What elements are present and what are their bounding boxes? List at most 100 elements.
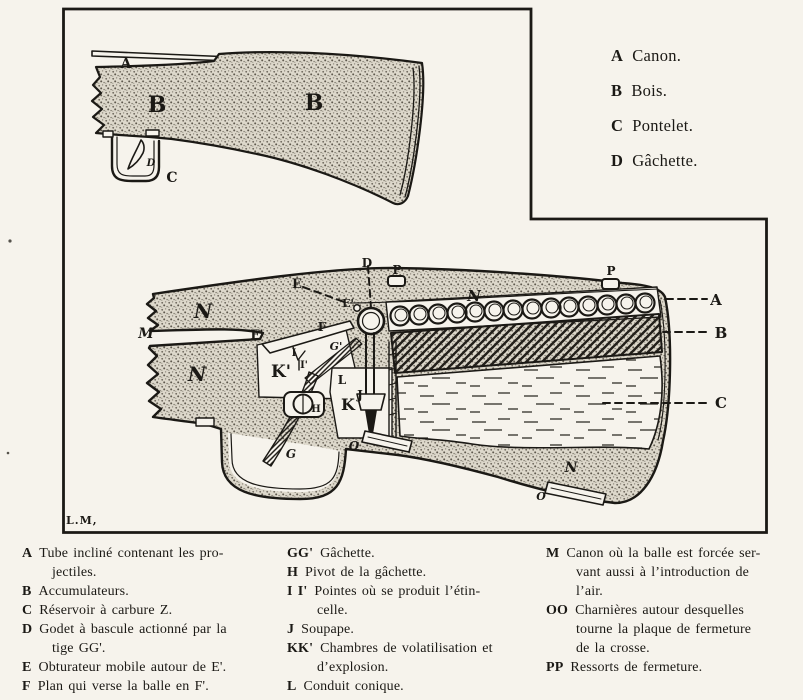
legend-key: M <box>546 546 560 561</box>
legend-text: Gâchette. <box>320 546 375 561</box>
legend-key: D <box>22 622 33 637</box>
legend-text: Bois. <box>631 81 668 100</box>
legend-item: D Gâchette. <box>611 151 791 171</box>
label-A-barrel: A <box>120 56 133 72</box>
label-a-leader: A <box>709 291 722 309</box>
label-h: H <box>311 404 320 415</box>
label-l: L <box>338 373 347 387</box>
legend-text: Tube incliné contenant les pro- <box>39 546 224 561</box>
figure-mechanism-section: M N N N N E E' D P P F F' I I' G' K' L K… <box>66 256 727 527</box>
figure-crosse-exterior: A B B C D <box>90 50 425 206</box>
legend-text: Canon où la balle est forcée ser- <box>566 546 761 561</box>
feed-plane <box>261 320 355 354</box>
label-n-lower: N <box>187 362 207 386</box>
guard-inner-line <box>230 433 340 490</box>
legend-item: B Bois. <box>611 81 791 101</box>
casing-inner-lines <box>349 288 666 441</box>
stock-outline <box>90 51 425 206</box>
legend-text: celle. <box>317 603 348 618</box>
legend-item: D Godet à bascule actionné par la tige GG… <box>22 620 286 658</box>
air-conduit <box>388 341 397 439</box>
trigger-pivot <box>283 391 325 418</box>
spark-points <box>292 346 306 371</box>
label-D-gachette: D <box>146 158 156 169</box>
legend-key: C <box>22 603 33 618</box>
label-f: F <box>318 320 327 334</box>
label-o-left: O <box>349 439 360 453</box>
legend-text: Pointes où se produit l’étin- <box>314 584 481 599</box>
legend-column-3: M Canon où la balle est forcée ser- vant … <box>546 544 800 677</box>
legend-text: d’explosion. <box>317 660 389 675</box>
label-f-prime: F' <box>250 328 263 343</box>
label-g-prime: G' <box>330 340 343 353</box>
label-k: K <box>341 395 356 414</box>
legend-text: Plan qui verse la balle en F'. <box>37 679 209 694</box>
legend-text: l’air. <box>576 584 603 599</box>
guard-interior <box>228 433 341 492</box>
print-speck <box>6 239 12 455</box>
label-c-leader: C <box>715 394 727 412</box>
legend-text: Obturateur mobile autour de E'. <box>38 660 227 675</box>
legend-text: Soupape. <box>301 622 355 637</box>
label-o-right: O <box>536 490 546 503</box>
legend-key: J <box>287 622 295 637</box>
butt-plate-lines <box>399 65 421 198</box>
label-m: M <box>137 326 154 342</box>
label-n-top: N <box>466 287 482 305</box>
projectile-balls <box>389 292 656 327</box>
legend-item: A Tube incliné contenant les pro- jectile… <box>22 544 286 582</box>
legend-key: B <box>611 81 623 100</box>
engraver-signature: L.M, <box>66 514 98 527</box>
legend-item: KK' Chambres de volatilisation et d’explo… <box>287 639 545 677</box>
leader-lines <box>302 265 712 404</box>
legend-key: I I' <box>287 584 308 599</box>
trigger-exterior <box>127 139 145 170</box>
legend-key: GG' <box>287 546 314 561</box>
legend-item: M Canon où la balle est forcée ser- vant … <box>546 544 800 601</box>
label-b-leader: B <box>715 324 728 342</box>
legend-key: D <box>611 151 624 170</box>
label-d: D <box>362 256 372 270</box>
legend-text: Ressorts de fermeture. <box>570 660 703 675</box>
legend-key: C <box>611 116 624 135</box>
legend-item: PP Ressorts de fermeture. <box>546 658 800 677</box>
section-labels: M N N N N E E' D P P F F' I I' G' K' L K… <box>137 256 727 503</box>
legend-text: Gâchette. <box>632 151 698 170</box>
accumulator-band <box>390 313 663 374</box>
label-i: I <box>292 348 297 359</box>
legend-key: L <box>287 679 297 694</box>
legend-key: H <box>287 565 299 580</box>
legend-item: L Conduit conique. <box>287 677 545 696</box>
legend-key: PP <box>546 660 564 675</box>
legend-text: Chambres de volatilisation et <box>320 641 493 656</box>
legend-item: E Obturateur mobile autour de E'. <box>22 658 286 677</box>
legend-text: jectiles. <box>52 565 97 580</box>
label-e-prime: E' <box>342 297 354 310</box>
barrel-lines <box>91 50 233 62</box>
legend-text: Conduit conique. <box>303 679 404 694</box>
legend-item: I I' Pointes où se produit l’étin- celle. <box>287 582 545 620</box>
label-p-left: P <box>392 263 401 277</box>
label-g: G <box>286 447 296 461</box>
legend-text: Accumulateurs. <box>38 584 129 599</box>
legend-text: vant aussi à l’introduction de <box>576 565 750 580</box>
legend-text: tige GG'. <box>52 641 106 656</box>
legend-key: E <box>22 660 32 675</box>
figure-frame <box>62 7 768 534</box>
legend-item: GG' Gâchette. <box>287 544 545 563</box>
label-j: J <box>356 388 363 402</box>
legend-key: A <box>22 546 33 561</box>
legend-key: KK' <box>287 641 314 656</box>
legend-text: Godet à bascule actionné par la <box>39 622 227 637</box>
legend-text: Charnières autour desquelles <box>575 603 745 618</box>
